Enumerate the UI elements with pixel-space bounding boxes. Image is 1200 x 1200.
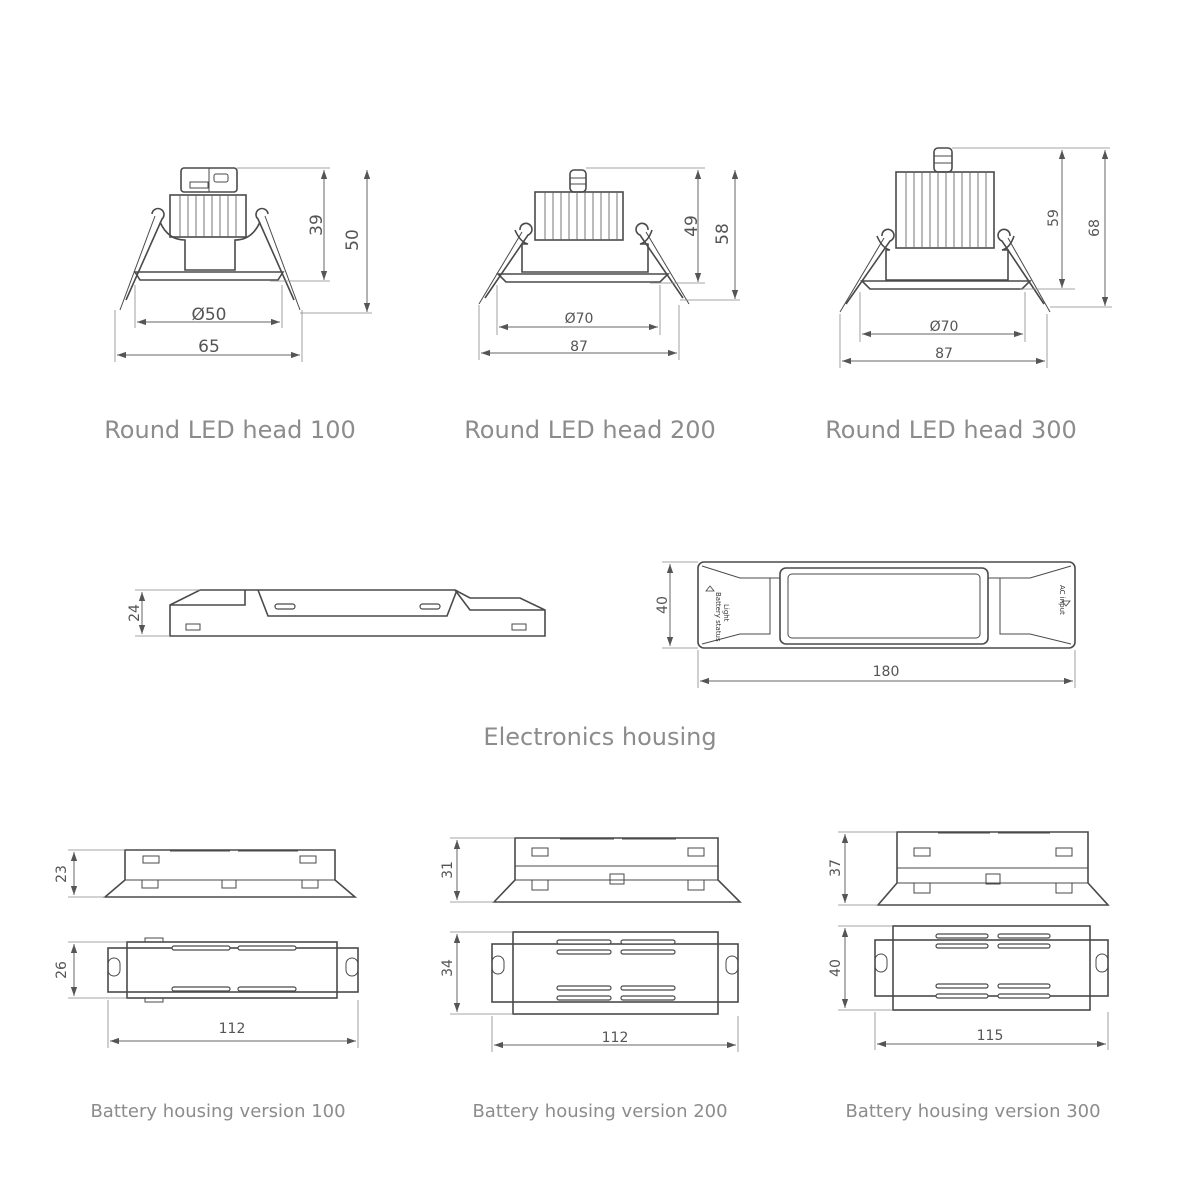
electronics-housing-side-drawing: 24	[127, 589, 546, 637]
electronics-housing-top-drawing: Battery status Light AC input 40 180	[655, 561, 1076, 688]
led-head-100-drawing: 39 50 Ø50 65	[114, 167, 372, 362]
bat200-top-height-label: 34	[440, 959, 456, 977]
led-head-200-drawing: 49 58 Ø70 87	[478, 167, 740, 360]
bat100-top-height-label: 26	[54, 961, 70, 979]
triangle-icon	[705, 585, 715, 592]
battery-housing-200-side-drawing: 31	[440, 837, 742, 903]
battery-housing-300-top-drawing: 40 115	[828, 925, 1109, 1050]
battery-housing-300-side-drawing: 37	[828, 831, 1110, 906]
led200-dia-label: Ø70	[565, 311, 594, 327]
triangle-icon	[1061, 600, 1071, 607]
caption-battery-housing-200: Battery housing version 200	[472, 1101, 727, 1122]
led300-width-label: 87	[935, 346, 953, 362]
bat100-side-height-label: 23	[54, 865, 70, 883]
battery-housing-200-top-drawing: 34 112	[440, 931, 739, 1052]
led100-width-label: 65	[198, 337, 220, 357]
led100-h2-label: 50	[343, 229, 363, 251]
bat200-side-height-label: 31	[440, 861, 456, 879]
led300-dia-label: Ø70	[930, 319, 959, 335]
caption-led-head-100: Round LED head 100	[104, 416, 356, 444]
elec-length-label: 180	[873, 664, 900, 680]
elec-height-label: 24	[127, 604, 143, 622]
led300-h2-label: 68	[1087, 219, 1103, 237]
caption-led-head-300: Round LED head 300	[825, 416, 1077, 444]
bat200-length-label: 112	[602, 1030, 629, 1046]
caption-battery-housing-300: Battery housing version 300	[845, 1101, 1100, 1122]
light-label: Light	[722, 604, 730, 622]
battery-housing-100-top-drawing: 26 112	[54, 937, 359, 1048]
bat100-length-label: 112	[219, 1021, 246, 1037]
led300-h1-label: 59	[1046, 209, 1062, 227]
caption-electronics-housing: Electronics housing	[483, 723, 716, 751]
battery-status-label: Battery status	[714, 592, 722, 642]
battery-housing-100-side-drawing: 23	[54, 849, 358, 898]
led-head-300-drawing: 59 68 Ø70 87	[839, 147, 1112, 368]
caption-led-head-200: Round LED head 200	[464, 416, 716, 444]
bat300-side-height-label: 37	[828, 859, 844, 877]
led200-h2-label: 58	[713, 223, 733, 245]
bat300-top-height-label: 40	[828, 959, 844, 977]
ac-input-label: AC input	[1058, 585, 1066, 615]
elec-width-label: 40	[655, 596, 671, 614]
led200-width-label: 87	[570, 339, 588, 355]
led100-dia-label: Ø50	[191, 305, 226, 325]
led200-h1-label: 49	[682, 215, 702, 237]
caption-battery-housing-100: Battery housing version 100	[90, 1101, 345, 1122]
bat300-length-label: 115	[977, 1028, 1004, 1044]
led100-h1-label: 39	[307, 214, 327, 236]
